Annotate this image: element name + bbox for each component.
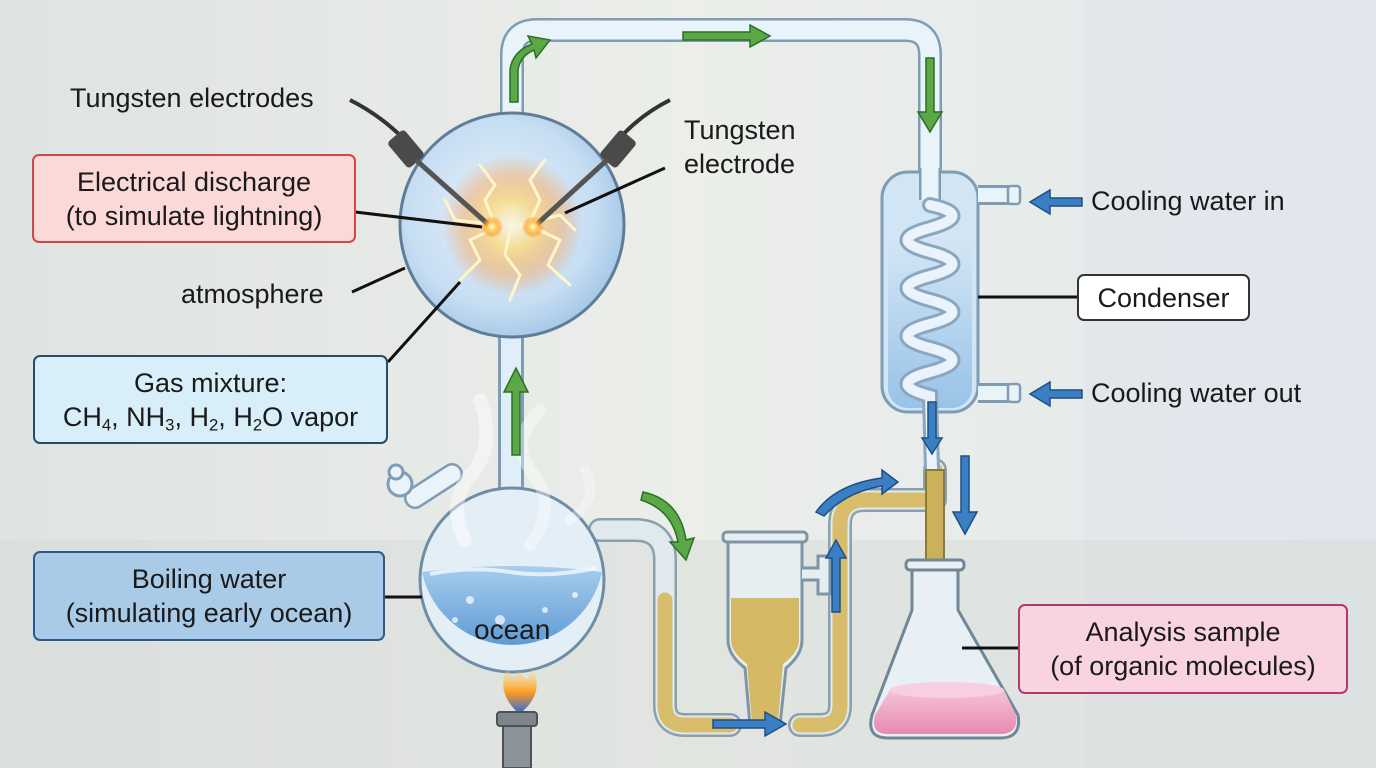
- box-analysis-sample: Analysis sample (of organic molecules): [1018, 604, 1348, 694]
- flow-arrows-blue: [712, 188, 1083, 738]
- label-cooling-water-in: Cooling water in: [1091, 186, 1285, 216]
- box-electrical-discharge: Electrical discharge (to simulate lightn…: [32, 154, 356, 243]
- discharge-line2: (to simulate lightning): [65, 200, 323, 231]
- electrode-left: [349, 98, 503, 238]
- flow-arrows-green: [502, 23, 944, 562]
- electrode-right: [522, 98, 671, 238]
- boiling-flask: [386, 393, 606, 674]
- label-tungsten-electrode-line1: Tungsten: [684, 115, 796, 145]
- boiling-line1: Boiling water: [131, 564, 287, 594]
- return-tube: [588, 458, 947, 737]
- erlenmeyer-flask: [869, 558, 1021, 740]
- condenser-label: Condenser: [1097, 282, 1230, 313]
- analysis-line2: (of organic molecules): [1050, 651, 1316, 681]
- gas-mixture-title: Gas mixture:: [133, 367, 288, 398]
- label-tungsten-electrode: Tungsten electrode: [684, 113, 796, 181]
- box-gas-mixture: Gas mixture: CH4, NH3, H2, H2O vapor: [33, 355, 388, 444]
- label-cooling-water-out: Cooling water out: [1091, 378, 1302, 408]
- label-tungsten-electrodes: Tungsten electrodes: [70, 83, 314, 113]
- u-trap: [721, 530, 832, 727]
- label-atmosphere: atmosphere: [181, 279, 324, 309]
- top-glass-tube: [500, 18, 942, 180]
- leader-lines: [351, 166, 1077, 650]
- burner: [496, 668, 538, 768]
- gas-mixture-formula: CH4, NH3, H2, H2O vapor: [62, 401, 359, 435]
- condenser: [880, 168, 1022, 478]
- atmosphere-flask: [349, 98, 671, 339]
- box-condenser: Condenser: [1077, 274, 1250, 321]
- box-boiling-water: Boiling water (simulating early ocean): [33, 551, 385, 641]
- label-ocean: ocean: [474, 614, 551, 645]
- analysis-line1: Analysis sample: [1085, 617, 1281, 647]
- boiling-line2: (simulating early ocean): [65, 598, 353, 628]
- discharge-line1: Electrical discharge: [76, 166, 312, 197]
- label-tungsten-electrode-line2: electrode: [684, 149, 796, 179]
